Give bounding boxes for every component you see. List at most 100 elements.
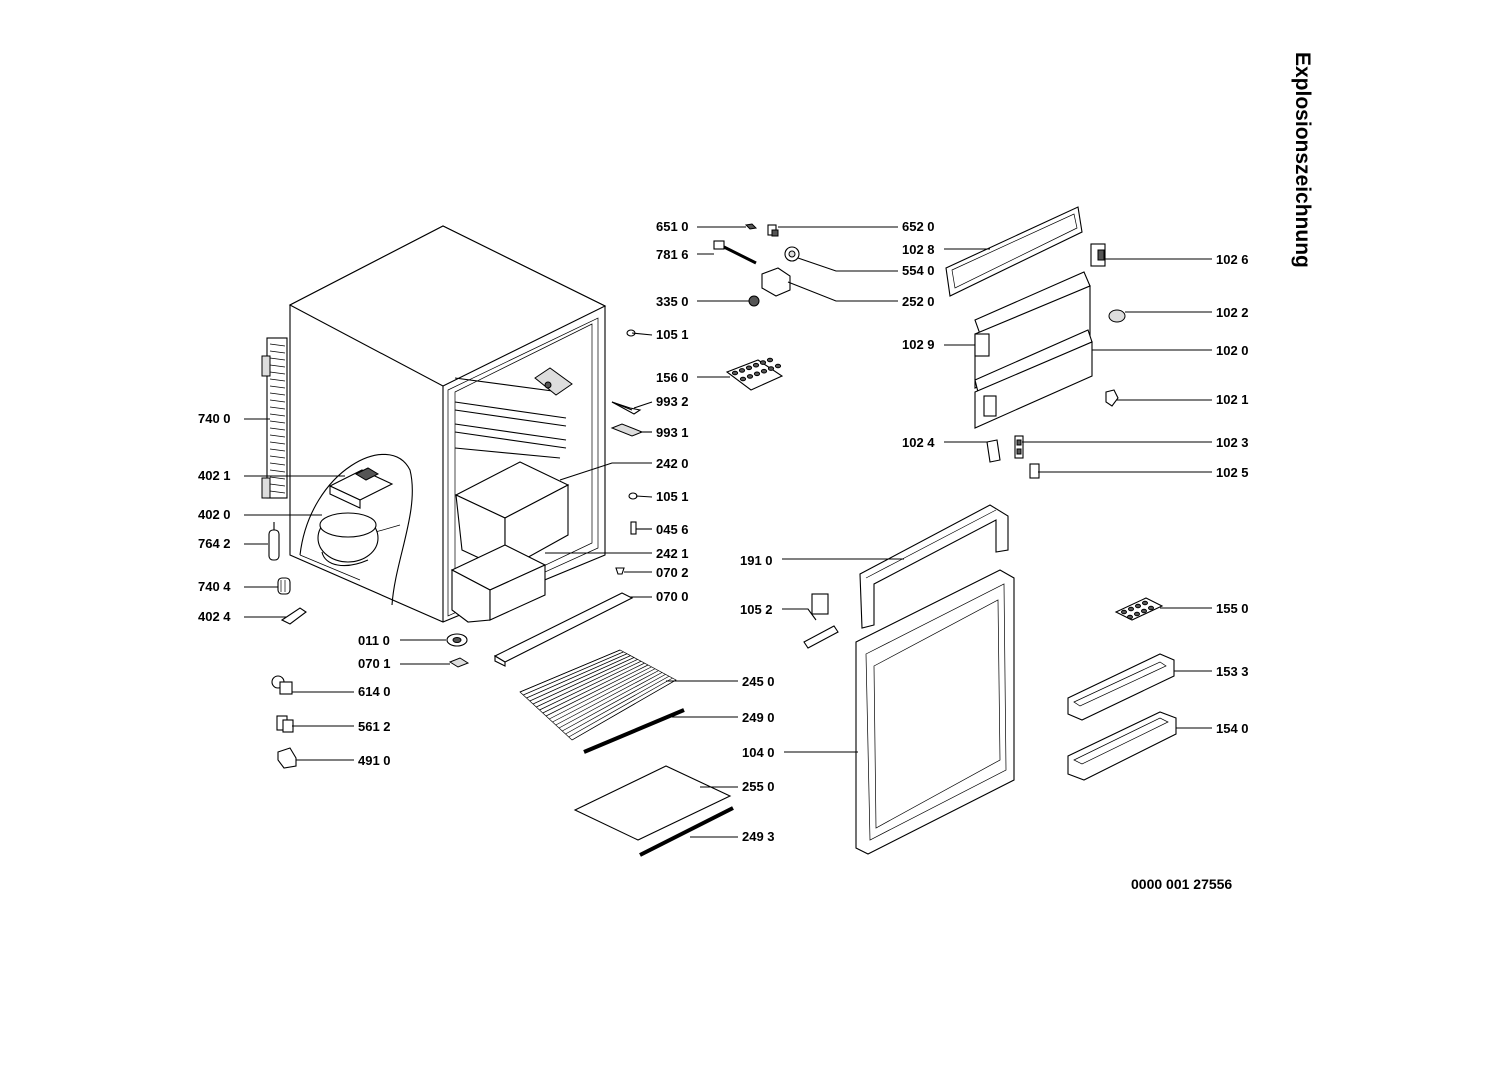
lamp-contact (744, 223, 758, 230)
hinge-assembly (271, 675, 293, 695)
door-handle-top (1090, 243, 1106, 267)
drawing-title: Explosionszeichnung (1291, 52, 1314, 268)
leader-line (782, 608, 817, 621)
callout-label: 740 4 (198, 579, 231, 594)
leader-line (635, 495, 653, 498)
callout-label: 156 0 (656, 370, 689, 385)
callout-label: 045 6 (656, 522, 689, 537)
callout-label: 102 4 (902, 435, 935, 450)
callout-label: 105 1 (656, 327, 689, 342)
callout-label: 070 2 (656, 565, 689, 580)
rotary-knob (446, 633, 468, 647)
thermostat-unit (761, 267, 791, 297)
latch-insert (1029, 463, 1040, 479)
freezer-door-seal (945, 206, 1083, 297)
callout-label: 242 1 (656, 546, 689, 561)
callout-label: 740 0 (198, 411, 231, 426)
support-stud (615, 567, 625, 575)
callout-label: 252 0 (902, 294, 935, 309)
callout-label: 102 3 (1216, 435, 1249, 450)
callout-label: 104 0 (742, 745, 775, 760)
thermostat-box (328, 467, 394, 509)
door-shelf-lower (1067, 711, 1177, 781)
compressor (317, 512, 379, 567)
callout-label: 154 0 (1216, 721, 1249, 736)
shelf-holder-lower (610, 423, 644, 437)
callout-label: 105 1 (656, 489, 689, 504)
callout-label: 491 0 (358, 753, 391, 768)
lamp-socket (784, 246, 800, 262)
leader-line (797, 257, 898, 272)
sensor-cable (713, 240, 757, 265)
latch-plate (986, 439, 1001, 463)
callout-label: 102 5 (1216, 465, 1249, 480)
callout-label: 652 0 (902, 219, 935, 234)
door-bar (859, 504, 1009, 629)
grommet (277, 577, 291, 595)
freezer-door-panel (974, 329, 1093, 429)
callout-label: 651 0 (656, 219, 689, 234)
callout-label: 102 1 (1216, 392, 1249, 407)
leader-line (559, 462, 652, 481)
callout-label: 191 0 (740, 553, 773, 568)
screw-lower (628, 492, 638, 500)
door-hinge-bracket (803, 593, 839, 649)
egg-tray (1114, 597, 1164, 621)
callout-label: 011 0 (358, 633, 390, 648)
wire-shelf (519, 649, 677, 741)
leader-lines (244, 226, 1212, 838)
callout-label: 402 1 (198, 468, 231, 483)
hinge-cover (277, 747, 297, 769)
spacer-pin (630, 521, 637, 535)
shelf-trim-lower (639, 806, 734, 857)
crisper-drawer-lower (450, 544, 547, 623)
callout-labels: 651 0 652 0 781 6 554 0 252 0 335 0 105 1 156 0… (198, 219, 1249, 844)
condenser (261, 337, 288, 499)
door-latch (1105, 389, 1119, 407)
callout-label: 255 0 (742, 779, 775, 794)
callout-label: 102 9 (902, 337, 935, 352)
main-door (855, 569, 1015, 855)
callout-label: 105 2 (740, 602, 773, 617)
callout-label: 402 0 (198, 507, 231, 522)
callout-label: 102 6 (1216, 252, 1249, 267)
evaporator-cover (534, 367, 573, 396)
callout-label: 402 4 (198, 609, 231, 624)
filter-drier (268, 522, 280, 561)
callout-label: 554 0 (902, 263, 935, 278)
callout-label: 102 8 (902, 242, 935, 257)
callout-label: 614 0 (358, 684, 391, 699)
door-catch (1108, 309, 1126, 323)
cabinet-body (288, 225, 607, 623)
glass-shelf (573, 765, 732, 841)
latch-spring (1014, 435, 1024, 459)
callout-label: 155 0 (1216, 601, 1249, 616)
callout-label: 993 2 (656, 394, 689, 409)
hinge-pin-set (276, 715, 294, 733)
callout-label: 335 0 (656, 294, 689, 309)
callout-label: 249 0 (742, 710, 775, 725)
callout-label: 781 6 (656, 247, 689, 262)
callout-label: 764 2 (198, 536, 231, 551)
ice-cube-tray (725, 357, 784, 391)
callout-label: 993 1 (656, 425, 689, 440)
callout-label: 070 0 (656, 589, 689, 604)
callout-label: 070 1 (358, 656, 391, 671)
callout-label: 102 0 (1216, 343, 1249, 358)
callout-label: 242 0 (656, 456, 689, 471)
callout-label: 153 3 (1216, 664, 1249, 679)
mounting-bracket (280, 607, 307, 625)
lamp-switch (767, 224, 779, 237)
leader-line (787, 281, 898, 302)
drain-channel (493, 592, 634, 667)
shelf-holder-upper (611, 401, 642, 415)
knob-cap (748, 295, 760, 307)
callout-label: 561 2 (358, 719, 391, 734)
callout-label: 245 0 (742, 674, 775, 689)
callout-label: 249 3 (742, 829, 775, 844)
callout-label: 102 2 (1216, 305, 1249, 320)
small-clip (448, 657, 470, 668)
shelf-trim-upper (583, 708, 685, 754)
